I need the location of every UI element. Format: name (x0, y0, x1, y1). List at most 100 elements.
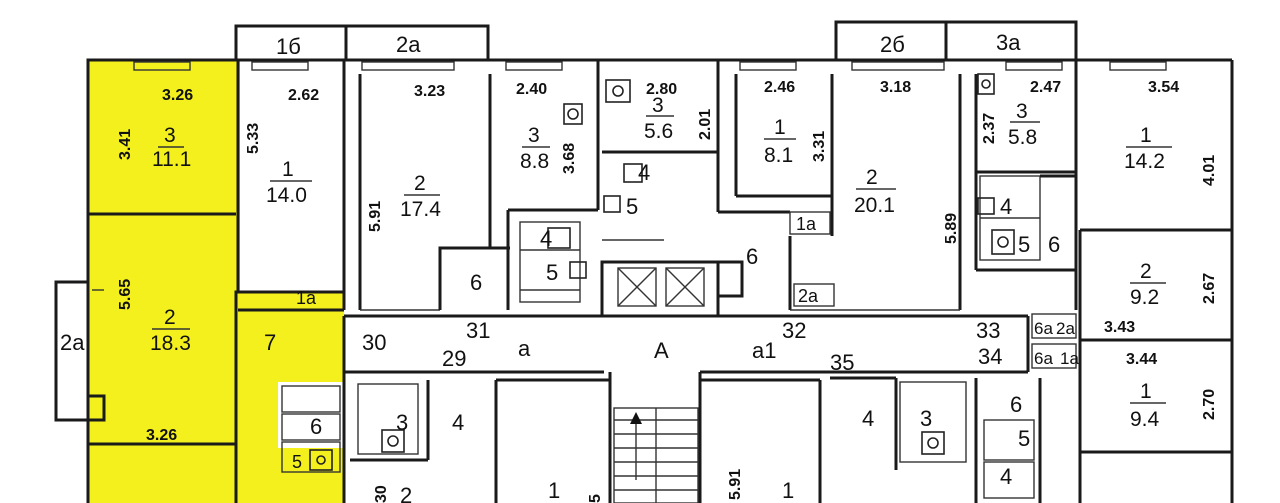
dim-323: 3.23 (414, 83, 445, 100)
room-201-num: 2 (866, 166, 878, 189)
room-y3-area: 11.1 (152, 148, 191, 171)
walls (54, 20, 1234, 503)
dim-240: 2.40 (516, 81, 547, 98)
dim-341: 3.41 (117, 129, 134, 160)
dim-30b: 30 (373, 485, 390, 503)
label-5-center: 5 (626, 194, 638, 219)
room-58-area: 5.8 (1008, 126, 1037, 149)
label-5-right: 5 (1018, 232, 1030, 257)
label-1a-left: 1а (296, 288, 317, 308)
dim-267: 2.67 (1201, 273, 1218, 304)
plain-labels: 1б 2а 2б 3а 1а 6 7 2а 4 5 4 5 6 1а 2а 4 … (60, 30, 1079, 503)
bottom-3: 3 (920, 406, 932, 431)
label-6a-1: 6а (1034, 319, 1053, 338)
bottom-4: 4 (862, 406, 874, 431)
room-142-num: 1 (1140, 124, 1152, 147)
label-6-right: 6 (1048, 232, 1060, 257)
label-2a-tiny: 2а (1056, 319, 1075, 338)
bath-6-left: 6 (310, 414, 322, 439)
fixtures (309, 73, 1015, 471)
room-56-num: 3 (652, 94, 664, 117)
dim-354: 3.54 (1148, 79, 1179, 96)
label-6-center: 6 (746, 244, 758, 269)
label-1a-tiny: 1а (1060, 349, 1079, 368)
bath-5-left: 5 (292, 452, 302, 472)
dim-318: 3.18 (880, 79, 911, 96)
label-2b-top: 2б (880, 32, 905, 57)
room-17-num: 2 (414, 172, 426, 195)
hall-A: А (654, 338, 669, 363)
dim-326a: 3.26 (162, 87, 193, 104)
bath-3-left: 3 (396, 410, 408, 435)
room-88-num: 3 (528, 124, 540, 147)
hall-a1: а1 (752, 338, 776, 363)
room-94-num: 1 (1140, 380, 1152, 403)
label-6-left: 6 (470, 270, 482, 295)
dim-262: 2.62 (288, 87, 319, 104)
dim-591a: 5.91 (367, 201, 384, 232)
dimensions: 3.26 3.41 5.65 3.26 2.62 5.33 5.91 3.23 … (117, 79, 1218, 503)
dim-565: 5.65 (117, 279, 134, 310)
dim-5b: 5 (587, 494, 604, 503)
room-88-area: 8.8 (520, 150, 549, 173)
label-1a-mid: 1а (796, 214, 817, 234)
num-33: 33 (976, 318, 1000, 343)
label-4-small: 4 (540, 226, 552, 251)
label-6a-2: 6а (1034, 349, 1053, 368)
dim-237: 2.37 (981, 113, 998, 144)
hall-a: а (518, 336, 531, 361)
dim-270: 2.70 (1201, 389, 1218, 420)
num-31: 31 (466, 318, 490, 343)
bath-4-left: 4 (452, 410, 464, 435)
room-14-num: 1 (282, 158, 294, 181)
room-81-area: 8.1 (764, 144, 793, 167)
dim-247: 2.47 (1030, 79, 1061, 96)
room-labels: 3 11.1 2 18.3 1 14.0 2 17.4 3 8.8 3 5.6 … (150, 94, 1172, 431)
label-2a-mid: 2а (798, 286, 819, 306)
dim-591b: 5.91 (727, 469, 744, 500)
room-81-num: 1 (774, 116, 786, 139)
num-35: 35 (830, 350, 854, 375)
num-29: 29 (442, 346, 466, 371)
bottom-1-mid: 1 (548, 478, 560, 503)
bottom-5: 5 (1018, 426, 1030, 451)
windows (133, 61, 1167, 71)
label-4-center: 4 (638, 160, 650, 185)
label-5-small: 5 (546, 260, 558, 285)
label-1b: 1б (276, 34, 301, 59)
dim-201: 2.01 (697, 109, 714, 140)
dim-343: 3.43 (1104, 319, 1135, 336)
staircase (613, 407, 699, 503)
dim-368: 3.68 (561, 143, 578, 174)
room-92-num: 2 (1140, 260, 1152, 283)
highlighted-apartment (88, 60, 344, 503)
room-92-area: 9.2 (1130, 286, 1159, 309)
dim-589: 5.89 (943, 213, 960, 244)
room-y2-area: 18.3 (150, 332, 191, 355)
bottom-2: 2 (400, 483, 412, 503)
num-34: 34 (978, 344, 1002, 369)
room-201-area: 20.1 (854, 194, 895, 217)
room-y2-num: 2 (164, 306, 176, 329)
room-y3-num: 3 (164, 124, 176, 147)
room-14-area: 14.0 (266, 184, 307, 207)
dim-246: 2.46 (764, 79, 795, 96)
room-142-area: 14.2 (1124, 150, 1165, 173)
label-7: 7 (264, 330, 276, 355)
num-32: 32 (782, 318, 806, 343)
dim-280: 2.80 (646, 81, 677, 98)
bottom-4b: 4 (1000, 464, 1012, 489)
dim-533: 5.33 (245, 123, 262, 154)
dim-344: 3.44 (1126, 351, 1157, 368)
room-56-area: 5.6 (644, 120, 673, 143)
label-3a-top: 3а (996, 30, 1021, 55)
room-17-area: 17.4 (400, 198, 441, 221)
bottom-6: 6 (1010, 392, 1022, 417)
bottom-1-right: 1 (782, 478, 794, 503)
dim-331: 3.31 (811, 131, 828, 162)
label-4-right: 4 (1000, 194, 1012, 219)
label-balcony-2a: 2а (60, 330, 85, 355)
dim-401: 4.01 (1201, 155, 1218, 186)
dim-326b: 3.26 (146, 427, 177, 444)
